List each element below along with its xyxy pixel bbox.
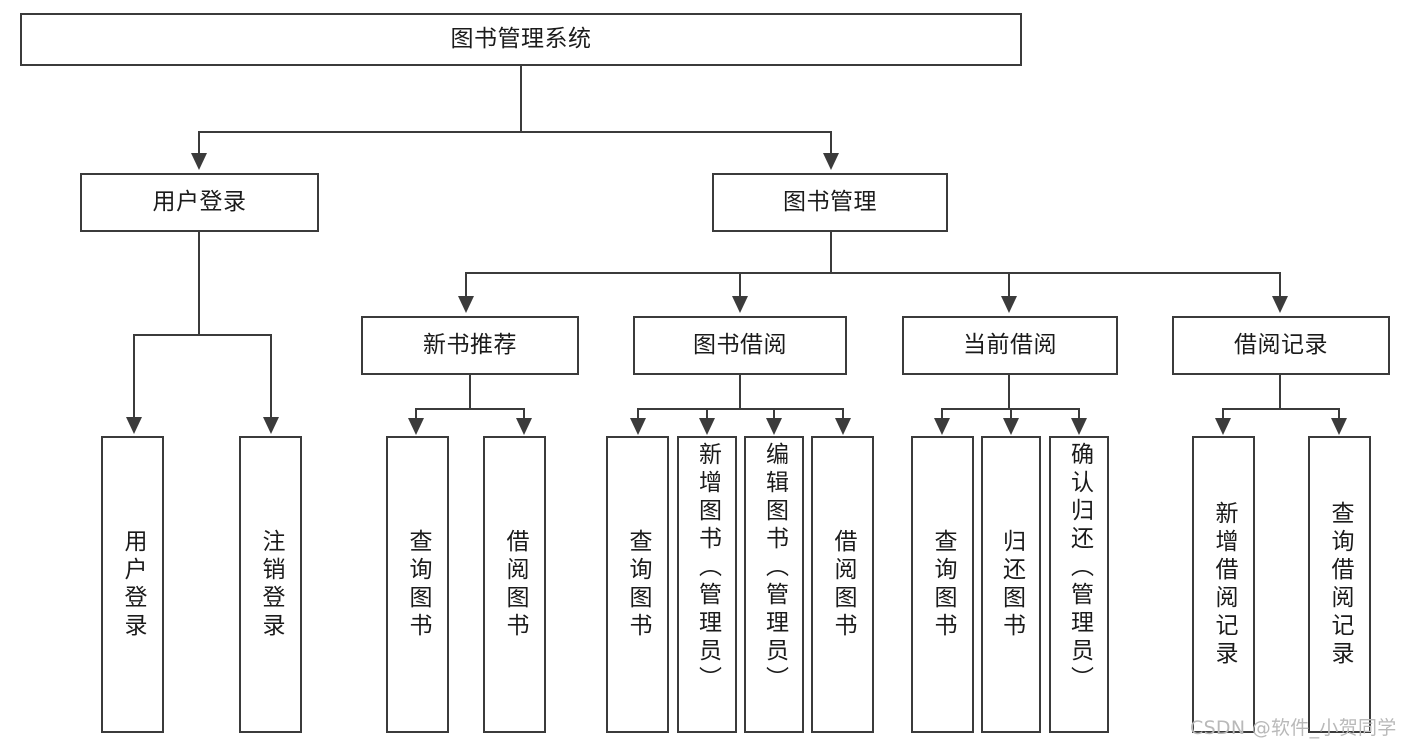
leaf-query-book-1[interactable]: 查询图书	[386, 436, 449, 733]
node-root[interactable]: 图书管理系统	[20, 13, 1022, 66]
leaf-borrow-book-2[interactable]: 借阅图书	[811, 436, 874, 733]
connector-borrow-record-stem	[1279, 375, 1282, 410]
leaf-user-login[interactable]: 用户登录	[101, 436, 164, 733]
node-root-label: 图书管理系统	[450, 26, 592, 53]
leaf-borrow-book-2-label: 借阅图书	[830, 528, 856, 641]
leaf-borrow-book-1[interactable]: 借阅图书	[483, 436, 546, 733]
connector-user-login-stem	[198, 232, 201, 336]
connector-root-to-user-login	[198, 131, 201, 155]
node-borrow-record[interactable]: 借阅记录	[1172, 316, 1390, 375]
leaf-confirm-return[interactable]: 确认归还（管理员）	[1049, 436, 1109, 733]
arrow-book-borrow-to-leaf-3	[766, 418, 782, 435]
connector-book-borrow-to-leaf-1	[637, 408, 640, 420]
connector-user-login-to-leaf-2	[270, 334, 273, 419]
connector-new-book-to-leaf-1	[415, 408, 418, 420]
connector-book-manage-to-current-borrow	[1008, 272, 1011, 298]
leaf-add-record[interactable]: 新增借阅记录	[1192, 436, 1255, 733]
leaf-borrow-book-1-label: 借阅图书	[502, 528, 528, 641]
leaf-query-book-3[interactable]: 查询图书	[911, 436, 974, 733]
arrow-current-borrow-to-leaf-3	[1071, 418, 1087, 435]
arrow-book-borrow-to-leaf-2	[699, 418, 715, 435]
connector-book-borrow-to-leaf-2	[706, 408, 709, 420]
connector-book-borrow-to-leaf-3	[773, 408, 776, 420]
leaf-add-record-label: 新增借阅记录	[1211, 500, 1237, 669]
leaf-confirm-return-label: 确认归还（管理员）	[1066, 442, 1093, 694]
leaf-edit-book[interactable]: 编辑图书（管理员）	[744, 436, 804, 733]
arrow-current-borrow-to-leaf-1	[934, 418, 950, 435]
arrow-book-manage-to-borrow-record	[1272, 296, 1288, 313]
arrow-current-borrow-to-leaf-2	[1003, 418, 1019, 435]
arrow-book-borrow-to-leaf-4	[835, 418, 851, 435]
connector-book-manage-busbar	[465, 272, 1281, 275]
leaf-query-book-1-label: 查询图书	[405, 528, 431, 641]
leaf-return-book-label: 归还图书	[998, 528, 1025, 641]
connector-current-borrow-stem	[1008, 375, 1011, 410]
arrow-book-manage-to-current-borrow	[1001, 296, 1017, 313]
leaf-edit-book-label: 编辑图书（管理员）	[761, 442, 788, 694]
arrow-book-manage-to-book-borrow	[732, 296, 748, 313]
connector-borrow-record-to-leaf-1	[1222, 408, 1225, 420]
leaf-query-record[interactable]: 查询借阅记录	[1308, 436, 1371, 733]
connector-book-manage-to-borrow-record	[1279, 272, 1282, 298]
node-book-manage-label: 图书管理	[783, 189, 877, 216]
leaf-user-login-label: 用户登录	[120, 528, 146, 641]
node-current-borrow-label: 当前借阅	[963, 332, 1057, 359]
node-book-borrow-label: 图书借阅	[693, 332, 787, 359]
connector-new-book-to-leaf-2	[523, 408, 526, 420]
connector-new-book-stem	[469, 375, 472, 410]
leaf-query-book-2[interactable]: 查询图书	[606, 436, 669, 733]
leaf-logout-label: 注销登录	[258, 528, 284, 641]
connector-book-borrow-to-leaf-4	[842, 408, 845, 420]
leaf-query-book-2-label: 查询图书	[625, 528, 651, 641]
leaf-add-book-label: 新增图书（管理员）	[694, 442, 721, 694]
connector-book-manage-to-new-book	[465, 272, 468, 298]
node-current-borrow[interactable]: 当前借阅	[902, 316, 1118, 375]
connector-book-borrow-stem	[739, 375, 742, 410]
node-borrow-record-label: 借阅记录	[1234, 332, 1328, 359]
connector-new-book-busbar	[415, 408, 525, 411]
node-user-login-label: 用户登录	[152, 189, 247, 216]
connector-root-to-book-manage	[830, 131, 833, 155]
arrow-user-login-to-leaf-1	[126, 417, 142, 434]
arrow-new-book-to-leaf-2	[516, 418, 532, 435]
connector-book-borrow-busbar	[637, 408, 844, 411]
node-new-book-recommend-label: 新书推荐	[423, 332, 517, 359]
leaf-return-book[interactable]: 归还图书	[981, 436, 1041, 733]
connector-borrow-record-to-leaf-2	[1338, 408, 1341, 420]
node-new-book-recommend[interactable]: 新书推荐	[361, 316, 579, 375]
connector-root-stem	[520, 66, 523, 132]
leaf-logout[interactable]: 注销登录	[239, 436, 302, 733]
arrow-book-borrow-to-leaf-1	[630, 418, 646, 435]
arrow-borrow-record-to-leaf-1	[1215, 418, 1231, 435]
watermark: CSDN @软件_小贺同学	[1190, 717, 1397, 739]
connector-user-login-to-leaf-1	[133, 334, 136, 419]
leaf-add-book[interactable]: 新增图书（管理员）	[677, 436, 737, 733]
connector-book-manage-to-book-borrow	[739, 272, 742, 298]
leaf-query-record-label: 查询借阅记录	[1327, 500, 1353, 669]
connector-current-borrow-to-leaf-1	[941, 408, 944, 420]
arrow-root-to-book-manage	[823, 153, 839, 170]
leaf-query-book-3-label: 查询图书	[930, 528, 956, 641]
node-book-borrow[interactable]: 图书借阅	[633, 316, 847, 375]
node-user-login[interactable]: 用户登录	[80, 173, 319, 232]
arrow-book-manage-to-new-book	[458, 296, 474, 313]
node-book-manage[interactable]: 图书管理	[712, 173, 948, 232]
arrow-user-login-to-leaf-2	[263, 417, 279, 434]
connector-book-manage-stem	[830, 232, 833, 274]
connector-user-login-busbar	[133, 334, 272, 337]
connector-current-borrow-to-leaf-2	[1010, 408, 1013, 420]
connector-current-borrow-to-leaf-3	[1078, 408, 1081, 420]
connector-root-busbar	[198, 131, 832, 134]
connector-borrow-record-busbar	[1222, 408, 1340, 411]
arrow-new-book-to-leaf-1	[408, 418, 424, 435]
arrow-borrow-record-to-leaf-2	[1331, 418, 1347, 435]
arrow-root-to-user-login	[191, 153, 207, 170]
